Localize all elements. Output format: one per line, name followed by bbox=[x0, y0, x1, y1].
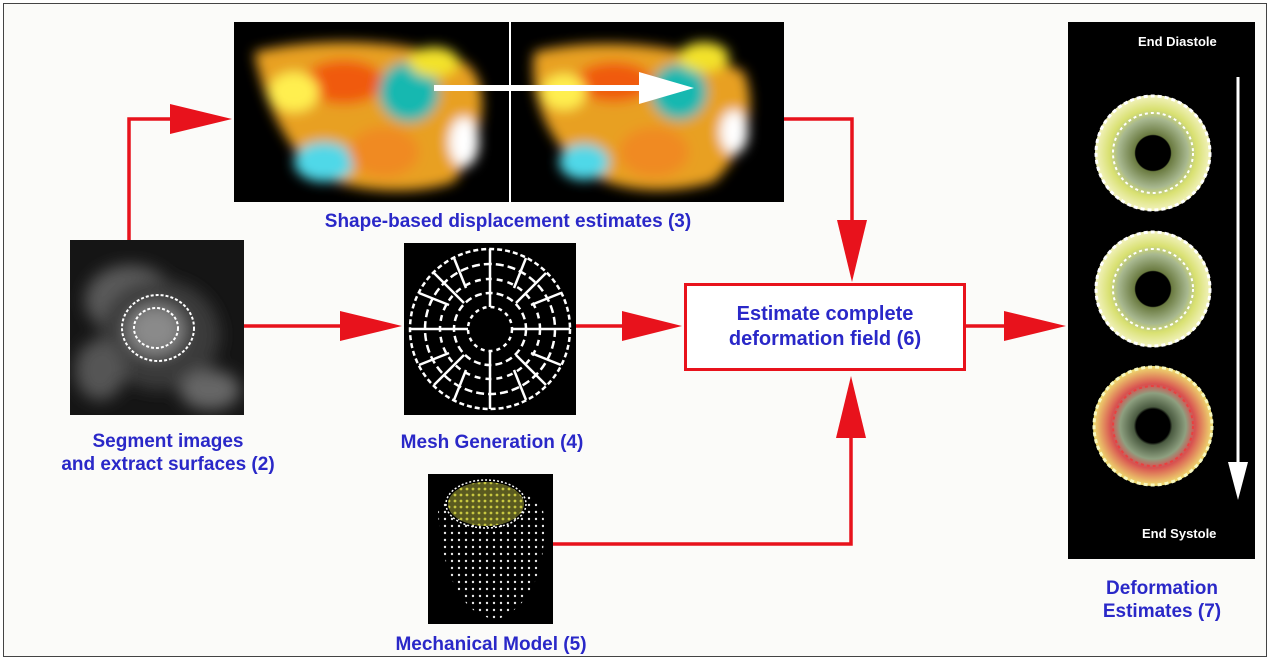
shape-label: Shape-based displacement estimates (3) bbox=[324, 211, 692, 232]
mesh-label: Mesh Generation (4) bbox=[400, 432, 584, 453]
segment-image bbox=[70, 240, 244, 415]
deformation-label: Deformation Estimates (7) bbox=[1060, 577, 1264, 623]
segment-label: Segment images and extract surfaces (2) bbox=[20, 430, 316, 476]
displacement-surface-left bbox=[254, 42, 483, 191]
deformation-image: End Diastole End Systole bbox=[1068, 22, 1255, 559]
segment-graphic bbox=[75, 265, 240, 410]
displacement-surface-right bbox=[533, 42, 750, 191]
mechanical-model-graphic bbox=[438, 479, 545, 619]
estimate-line2: deformation field (6) bbox=[728, 328, 922, 350]
arrowhead-mesh bbox=[340, 311, 402, 341]
estimate-deformation-box: Estimate complete deformation field (6) bbox=[684, 283, 966, 371]
arrow-segment-to-shape bbox=[127, 117, 175, 240]
segment-label-line1: Segment images bbox=[92, 431, 244, 452]
mesh-image bbox=[404, 243, 576, 415]
mechanical-label: Mechanical Model (5) bbox=[395, 634, 587, 655]
mechanical-model-image bbox=[428, 474, 553, 624]
shape-displacement-graphic bbox=[254, 22, 750, 202]
arrowhead-estimate-bottom bbox=[836, 376, 866, 438]
arrowhead-deformation bbox=[1004, 311, 1066, 341]
arrowhead-estimate-top bbox=[837, 220, 867, 282]
end-systole-label: End Systole bbox=[1142, 526, 1217, 541]
segment-label-line2: and extract surfaces (2) bbox=[61, 454, 275, 475]
deformation-label-line1: Deformation bbox=[1106, 578, 1218, 599]
deformation-graphic bbox=[1092, 77, 1248, 500]
estimate-line1: Estimate complete bbox=[736, 303, 914, 325]
end-diastole-label: End Diastole bbox=[1138, 34, 1217, 49]
arrowhead-shape bbox=[170, 104, 232, 134]
deformation-label-line2: Estimates (7) bbox=[1102, 601, 1222, 622]
arrow-shape-to-estimate bbox=[784, 117, 854, 225]
arrowhead-estimate-left bbox=[622, 311, 682, 341]
mesh-graphic bbox=[408, 247, 572, 411]
shape-displacement-image bbox=[234, 22, 784, 202]
arrow-model-to-estimate bbox=[553, 434, 853, 546]
